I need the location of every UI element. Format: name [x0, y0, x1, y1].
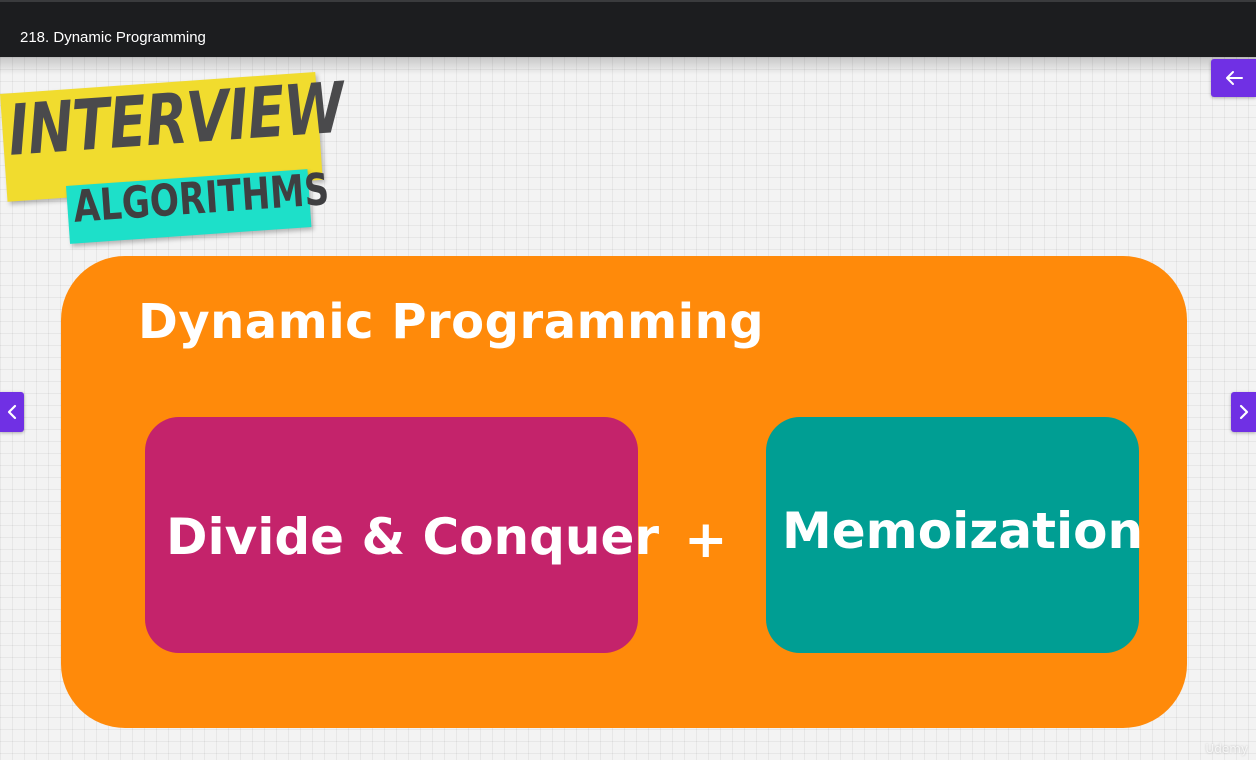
video-header-bar: 218. Dynamic Programming — [0, 0, 1256, 57]
arrow-left-icon — [1225, 71, 1243, 85]
chevron-left-icon — [7, 404, 17, 420]
divide-conquer-box — [145, 417, 638, 653]
udemy-watermark: Udemy — [1205, 742, 1248, 756]
chevron-right-icon — [1239, 404, 1248, 420]
memoization-label: Memoization — [782, 502, 1144, 560]
divide-conquer-label: Divide & Conquer — [166, 508, 660, 566]
header-shadow — [0, 57, 1256, 75]
back-button[interactable] — [1211, 59, 1256, 97]
lecture-title: 218. Dynamic Programming — [20, 29, 206, 46]
plus-sign: + — [684, 510, 728, 570]
next-lecture-button[interactable] — [1231, 392, 1256, 432]
previous-lecture-button[interactable] — [0, 392, 24, 432]
slide-title: Dynamic Programming — [138, 294, 765, 350]
logo-interview-text: INTERVIEW — [5, 66, 347, 172]
memoization-box — [766, 417, 1139, 653]
